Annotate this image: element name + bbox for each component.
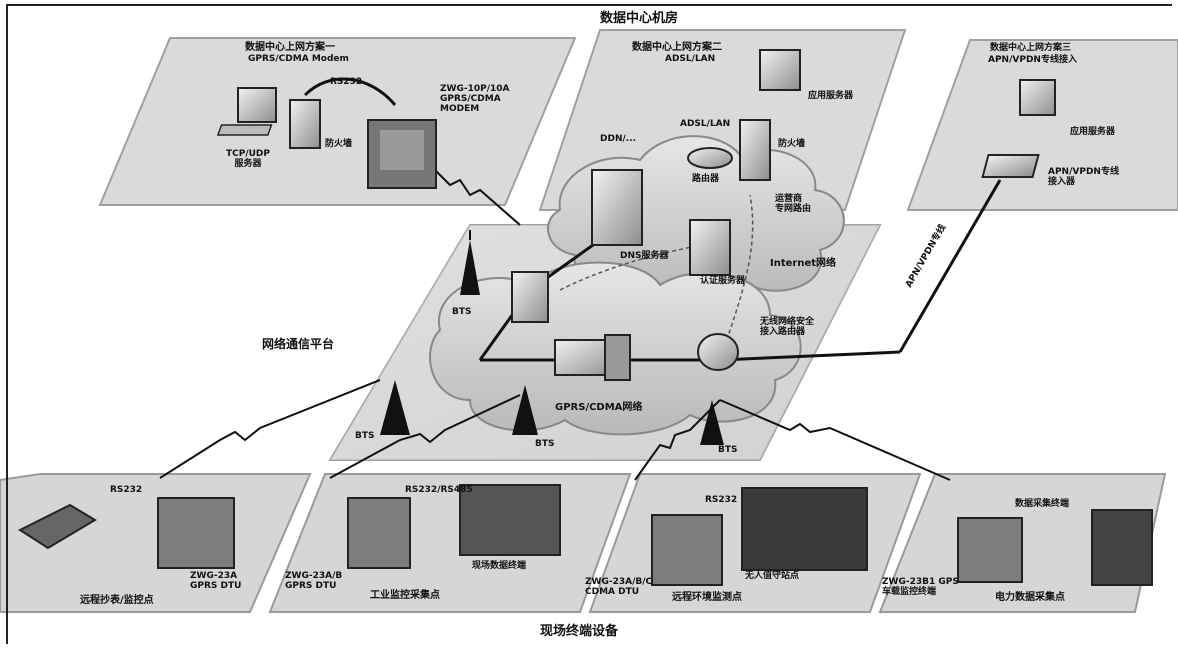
bts-label-3: BTS — [535, 439, 555, 449]
internet-label: Internet网络 — [770, 258, 837, 269]
center2-isp-label: 运营商 专网路由 — [775, 194, 812, 214]
bts-tower-3 — [512, 385, 538, 435]
center3-access-icon — [981, 154, 1040, 178]
terminal2-device-label: RS232/RS485 — [405, 485, 473, 495]
center2-auth-label: 认证服务器 — [700, 276, 746, 286]
terminal3-device-label: RS232 — [705, 495, 738, 505]
bts-tower-2 — [380, 380, 410, 435]
center-panel-1 — [98, 37, 577, 206]
gprs-cloud-label: GPRS/CDMA网络 — [555, 402, 643, 413]
center-panel-3 — [906, 39, 1178, 211]
center2-ddn-label: DDN/... — [600, 134, 637, 144]
industrial-machine-icon — [459, 484, 561, 556]
center1-modem-label: ZWG-10P/10A GPRS/CDMA MODEM — [440, 84, 510, 114]
terminal2-extra-label: 现场数据终端 — [472, 561, 527, 571]
center2-server-label: 应用服务器 — [808, 91, 854, 101]
dtu-icon-3 — [651, 514, 723, 586]
center2-title: 数据中心上网方案二 — [632, 42, 722, 53]
center3-access-label: APN/VPDN专线 接入器 — [1048, 167, 1119, 187]
center1-subtitle: GPRS/CDMA Modem — [248, 54, 349, 64]
center1-title: 数据中心上网方案一 — [245, 42, 335, 53]
bts-label-2: BTS — [355, 431, 375, 441]
wireless-links — [159, 164, 951, 481]
center2-router-icon — [687, 147, 733, 169]
server-tower-icon — [511, 271, 549, 323]
center1-firewall-icon — [289, 99, 321, 149]
terminal3-caption: 远程环境监测点 — [672, 592, 742, 603]
center1-firewall-label: 防火墙 — [325, 139, 353, 149]
center2-firewall-label: 防火墙 — [778, 139, 806, 149]
center3-subtitle: APN/VPDN专线接入 — [988, 55, 1077, 65]
terminal3-extra-label: 无人值守站点 — [745, 571, 800, 581]
center2-adsl-label: ADSL/LAN — [680, 119, 731, 129]
dtu-icon-1 — [157, 497, 235, 569]
center2-dns-label: DNS服务器 — [620, 251, 669, 261]
top-title: 数据中心机房 — [600, 11, 679, 26]
terminal3-dtu-label: ZWG-23A/B/C CDMA DTU — [585, 577, 653, 597]
bts-label-4: BTS — [718, 445, 738, 455]
center1-rs232-label: RS232 — [330, 77, 363, 87]
switch-icon — [554, 334, 631, 381]
bts-tower-4 — [700, 400, 724, 445]
meter-device-icon — [17, 503, 97, 550]
gateway-router-icon — [697, 333, 739, 371]
bts-label-1: BTS — [452, 307, 472, 317]
auth-server-icon — [689, 219, 731, 276]
bts-tower-1 — [460, 230, 480, 295]
platform-label: 网络通信平台 — [262, 337, 335, 351]
terminal1-device-label: RS232 — [110, 485, 143, 495]
center1-computer-icon — [216, 87, 277, 136]
center3-server-label: 应用服务器 — [1070, 127, 1116, 137]
center1-modem-icon — [367, 119, 437, 189]
bottom-title: 现场终端设备 — [540, 624, 619, 639]
dns-server-icon — [591, 169, 643, 246]
power-tower-photo-icon — [1091, 509, 1153, 586]
terminal4-caption: 电力数据采集点 — [995, 592, 1065, 603]
station-photo-icon — [741, 487, 868, 571]
center3-title: 数据中心上网方案三 — [990, 43, 1072, 53]
terminal2-caption: 工业监控采集点 — [370, 590, 440, 601]
terminal1-dtu-label: ZWG-23A GPRS DTU — [190, 571, 242, 591]
center2-firewall-icon — [739, 119, 771, 181]
terminal2-dtu-label: ZWG-23A/B GPRS DTU — [285, 571, 343, 591]
dtu-icon-4 — [957, 517, 1023, 583]
dtu-icon-2 — [347, 497, 411, 569]
gateway-label: 无线网络安全 接入路由器 — [760, 317, 815, 337]
terminal4-device-label: 数据采集终端 — [1015, 499, 1070, 509]
center2-subtitle: ADSL/LAN — [665, 54, 716, 64]
center2-router-label: 路由器 — [692, 174, 720, 184]
center1-server-label: TCP/UDP 服务器 — [226, 149, 271, 169]
center1-rs232-arrow-icon — [303, 77, 397, 106]
center3-computer-icon — [1019, 79, 1056, 116]
terminal4-dtu-label: ZWG-23B1 GPS 车载监控终端 — [882, 577, 959, 597]
terminal1-caption: 远程抄表/监控点 — [80, 595, 154, 606]
center2-computer-icon — [759, 49, 801, 91]
